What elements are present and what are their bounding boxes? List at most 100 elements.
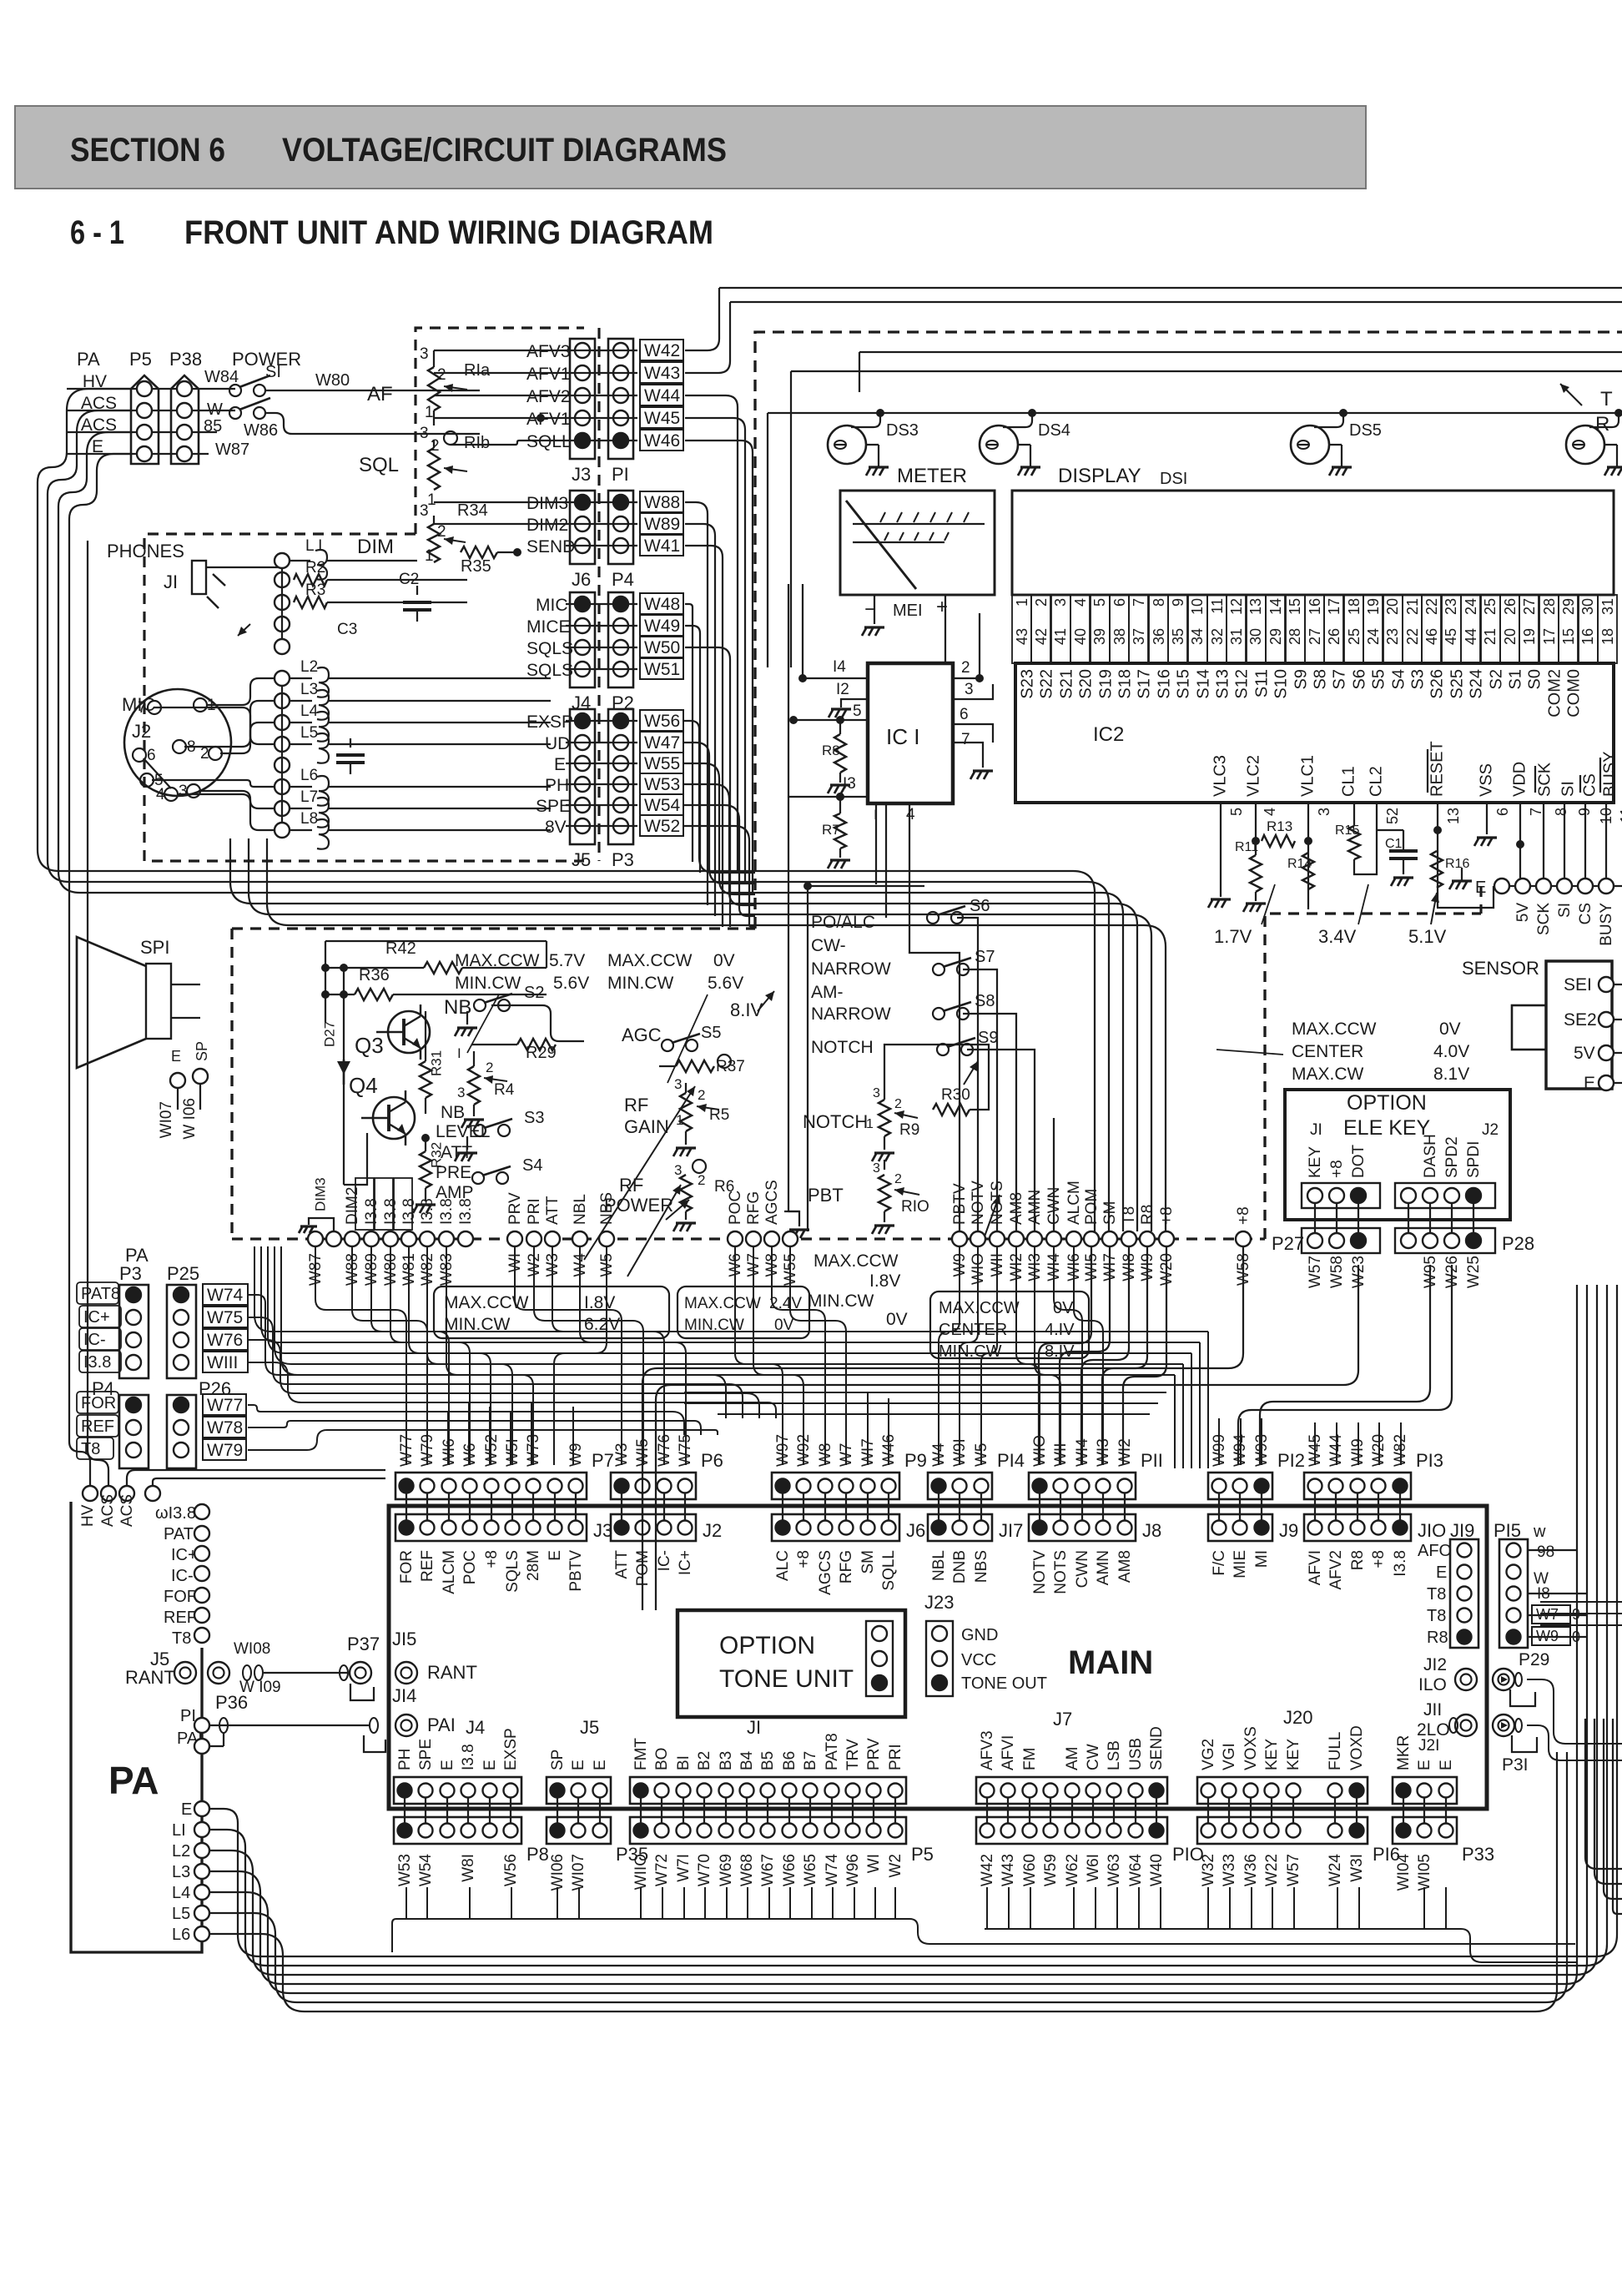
svg-text:AM: AM — [1064, 1747, 1081, 1771]
svg-text:L6: L6 — [300, 767, 318, 784]
svg-text:S7: S7 — [1330, 669, 1348, 689]
svg-text:E: E — [439, 1760, 456, 1770]
svg-text:GAIN: GAIN — [624, 1116, 669, 1137]
svg-text:PRI: PRI — [526, 1198, 543, 1225]
svg-text:NBS: NBS — [598, 1192, 616, 1225]
svg-text:DIM2: DIM2 — [344, 1187, 361, 1225]
svg-text:J2I: J2I — [1418, 1737, 1439, 1755]
svg-text:NARROW: NARROW — [811, 1004, 891, 1024]
svg-text:FMT: FMT — [632, 1738, 650, 1770]
svg-text:P5: P5 — [129, 349, 152, 370]
svg-text:TONE OUT: TONE OUT — [961, 1674, 1047, 1693]
svg-text:NOTCH: NOTCH — [803, 1111, 868, 1132]
svg-text:P5: P5 — [911, 1844, 934, 1865]
svg-text:W43: W43 — [1000, 1854, 1017, 1886]
svg-text:J3: J3 — [572, 464, 591, 485]
svg-text:1: 1 — [866, 1117, 874, 1131]
svg-text:W72: W72 — [653, 1854, 671, 1886]
svg-text:DISPLAY: DISPLAY — [1058, 465, 1141, 487]
svg-text:28: 28 — [1287, 628, 1303, 645]
svg-text:MAX.CCW: MAX.CCW — [1292, 1020, 1377, 1039]
svg-text:S5: S5 — [701, 1024, 721, 1042]
svg-text:LSB: LSB — [1106, 1740, 1123, 1770]
svg-text:16: 16 — [1307, 598, 1323, 615]
svg-text:S15: S15 — [1174, 669, 1192, 699]
svg-text:Q4: Q4 — [349, 1073, 378, 1098]
svg-text:20: 20 — [1502, 628, 1519, 645]
svg-text:6: 6 — [960, 706, 969, 723]
svg-text:20: 20 — [1384, 598, 1401, 615]
svg-text:S20: S20 — [1076, 669, 1095, 699]
svg-text:L5: L5 — [172, 1905, 190, 1923]
svg-text:W22: W22 — [1263, 1854, 1281, 1886]
svg-text:P33: P33 — [1462, 1844, 1494, 1865]
svg-text:W65: W65 — [802, 1854, 819, 1886]
svg-text:MI: MI — [1253, 1550, 1271, 1568]
svg-text:R31: R31 — [428, 1050, 444, 1076]
svg-text:P4: P4 — [612, 569, 634, 590]
svg-text:B6: B6 — [781, 1751, 798, 1770]
svg-text:JI5: JI5 — [392, 1629, 416, 1649]
svg-text:W70: W70 — [696, 1854, 713, 1886]
svg-text:DIM2: DIM2 — [526, 516, 568, 535]
svg-text:45: 45 — [1443, 628, 1459, 645]
svg-text:L I: L I — [305, 537, 322, 555]
svg-text:9: 9 — [1170, 598, 1186, 607]
svg-text:31: 31 — [1228, 628, 1245, 645]
svg-text:VGI: VGI — [1221, 1743, 1238, 1770]
svg-text:METER: METER — [897, 465, 967, 487]
svg-text:W64: W64 — [1127, 1854, 1145, 1887]
svg-text:5V: 5V — [1574, 1044, 1595, 1063]
svg-text:W36: W36 — [1242, 1854, 1260, 1886]
svg-text:11: 11 — [1209, 598, 1226, 614]
svg-text:S4: S4 — [522, 1156, 542, 1175]
svg-text:DIM3: DIM3 — [526, 494, 568, 513]
svg-text:11: 11 — [1618, 808, 1622, 823]
svg-text:w: w — [1533, 1523, 1546, 1541]
svg-text:0V: 0V — [1439, 1020, 1461, 1039]
svg-text:B5: B5 — [759, 1751, 777, 1770]
svg-text:S25: S25 — [1448, 669, 1466, 699]
svg-text:SECTION 6: SECTION 6 — [70, 132, 225, 169]
svg-text:3: 3 — [965, 681, 974, 698]
svg-text:W68: W68 — [738, 1854, 756, 1886]
svg-text:5: 5 — [1091, 598, 1108, 607]
svg-text:MICE: MICE — [526, 617, 571, 637]
svg-text:CS: CS — [1580, 773, 1599, 797]
svg-text:MAX.CCW: MAX.CCW — [455, 951, 540, 970]
svg-text:RIb: RIb — [464, 434, 490, 452]
svg-text:P37: P37 — [347, 1634, 380, 1654]
svg-text:W7I: W7I — [675, 1854, 693, 1882]
svg-text:PRV: PRV — [506, 1192, 524, 1225]
svg-text:AFV2: AFV2 — [1327, 1550, 1345, 1590]
svg-text:WI2: WI2 — [1116, 1438, 1134, 1467]
svg-text:W75: W75 — [207, 1308, 243, 1327]
svg-text:JI: JI — [1310, 1121, 1322, 1139]
svg-text:28: 28 — [1541, 598, 1558, 615]
svg-text:4: 4 — [1262, 808, 1278, 816]
svg-text:PAT8: PAT8 — [824, 1733, 841, 1770]
svg-text:L3: L3 — [300, 681, 318, 698]
svg-text:25: 25 — [1482, 598, 1499, 615]
svg-text:PI5: PI5 — [1494, 1520, 1521, 1541]
svg-text:MAX.CCW: MAX.CCW — [607, 951, 693, 970]
svg-text:E: E — [547, 1550, 564, 1561]
svg-text:S26: S26 — [1428, 669, 1446, 699]
svg-text:3: 3 — [457, 1085, 465, 1100]
svg-text:R34: R34 — [457, 501, 488, 520]
svg-text:W79: W79 — [207, 1441, 243, 1460]
svg-text:P8: P8 — [526, 1844, 549, 1865]
svg-text:W74: W74 — [207, 1286, 244, 1305]
svg-text:I4: I4 — [833, 658, 846, 676]
svg-text:W78: W78 — [207, 1418, 243, 1438]
svg-text:NBL: NBL — [930, 1550, 948, 1581]
svg-text:3.4V: 3.4V — [1318, 926, 1357, 947]
svg-text:AM-: AM- — [811, 983, 844, 1002]
svg-text:S12: S12 — [1232, 669, 1251, 699]
svg-text:AFVI: AFVI — [1307, 1550, 1324, 1585]
svg-text:MIN.CW: MIN.CW — [939, 1342, 1002, 1361]
svg-text:W62: W62 — [1064, 1854, 1081, 1886]
svg-text:DS3: DS3 — [886, 421, 919, 440]
svg-text:W53: W53 — [396, 1854, 414, 1886]
svg-text:POC: POC — [461, 1550, 479, 1584]
